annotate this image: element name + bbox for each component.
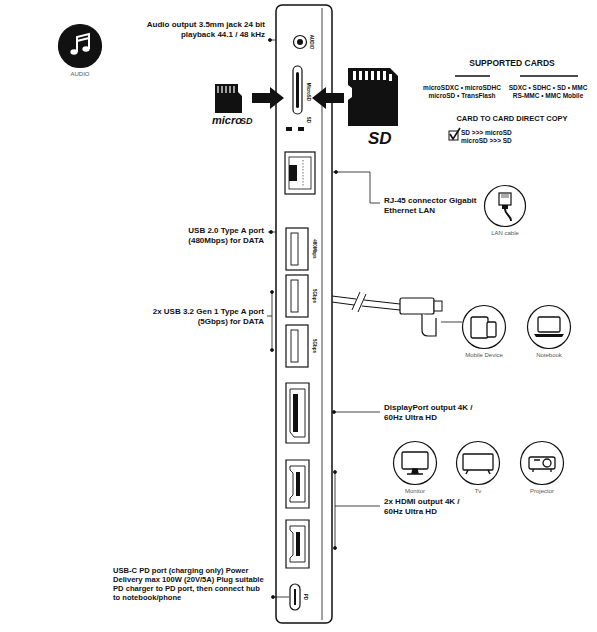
icon-circle <box>507 440 577 486</box>
icon-caption: Tv <box>443 488 513 495</box>
icon-circle <box>449 304 519 350</box>
device-icon: Notebook <box>514 304 584 359</box>
card-list: microSDXC • microSDHC microSD • TransFla… <box>419 84 505 100</box>
port-marking: AUDIO <box>309 35 314 50</box>
display-icon: Monitor <box>380 440 450 495</box>
callout-text: USB-C PD port (charging only) Power Deli… <box>113 566 269 602</box>
icon-caption: Monitor <box>380 488 450 495</box>
logo-text: SD <box>240 116 260 127</box>
icon-caption: Projector <box>507 488 577 495</box>
logo-text: SD <box>368 129 408 149</box>
icon-caption: Mobile Device <box>449 352 519 359</box>
port-marking: 5Gbps <box>312 289 317 303</box>
icon-caption: AUDIO <box>45 71 115 78</box>
card-list: SD >>> microSD microSD >>> SD <box>461 129 525 145</box>
callout-text: RJ-45 connector Gigabit Ethernet LAN <box>384 196 484 215</box>
callout-text: 2x HDMI output 4K / 60Hz Ultra HD <box>384 497 466 516</box>
icon-caption: Notebook <box>514 352 584 359</box>
callout-text: USB 2.0 Type A port (480Mbps) for DATA <box>172 226 264 245</box>
audio-icon: AUDIO <box>45 23 115 78</box>
callout-text: 2x USB 3.2 Gen 1 Type A port (5Gbps) for… <box>132 307 264 326</box>
display-icon: Tv <box>443 440 513 495</box>
device-icon: Mobile Device <box>449 304 519 359</box>
lan-icon: LAN cable <box>470 184 540 237</box>
icon-circle <box>380 440 450 486</box>
port-marking: 480Mbps <box>312 239 317 258</box>
port-marking: 5Gbps <box>312 339 317 353</box>
port-marking: MicroSD <box>306 83 311 101</box>
port-marking: PD <box>303 594 308 600</box>
icon-circle <box>45 23 115 69</box>
port-marking: SD <box>306 117 311 123</box>
display-icon: Projector <box>507 440 577 495</box>
icon-circle <box>443 440 513 486</box>
card-list: SDXC • SDHC • SD • MMC RS-MMC • MMC Mobi… <box>505 84 591 100</box>
callout-text: DisplayPort output 4K / 60Hz Ultra HD <box>384 403 474 422</box>
icon-circle <box>470 184 540 228</box>
section-heading: CARD TO CARD DIRECT COPY <box>442 114 582 123</box>
callout-text: Audio output 3.5mm jack 24 bit playback … <box>127 20 265 39</box>
icon-circle <box>514 304 584 350</box>
section-heading: SUPPORTED CARDS <box>447 58 577 68</box>
icon-caption: LAN cable <box>470 230 540 237</box>
